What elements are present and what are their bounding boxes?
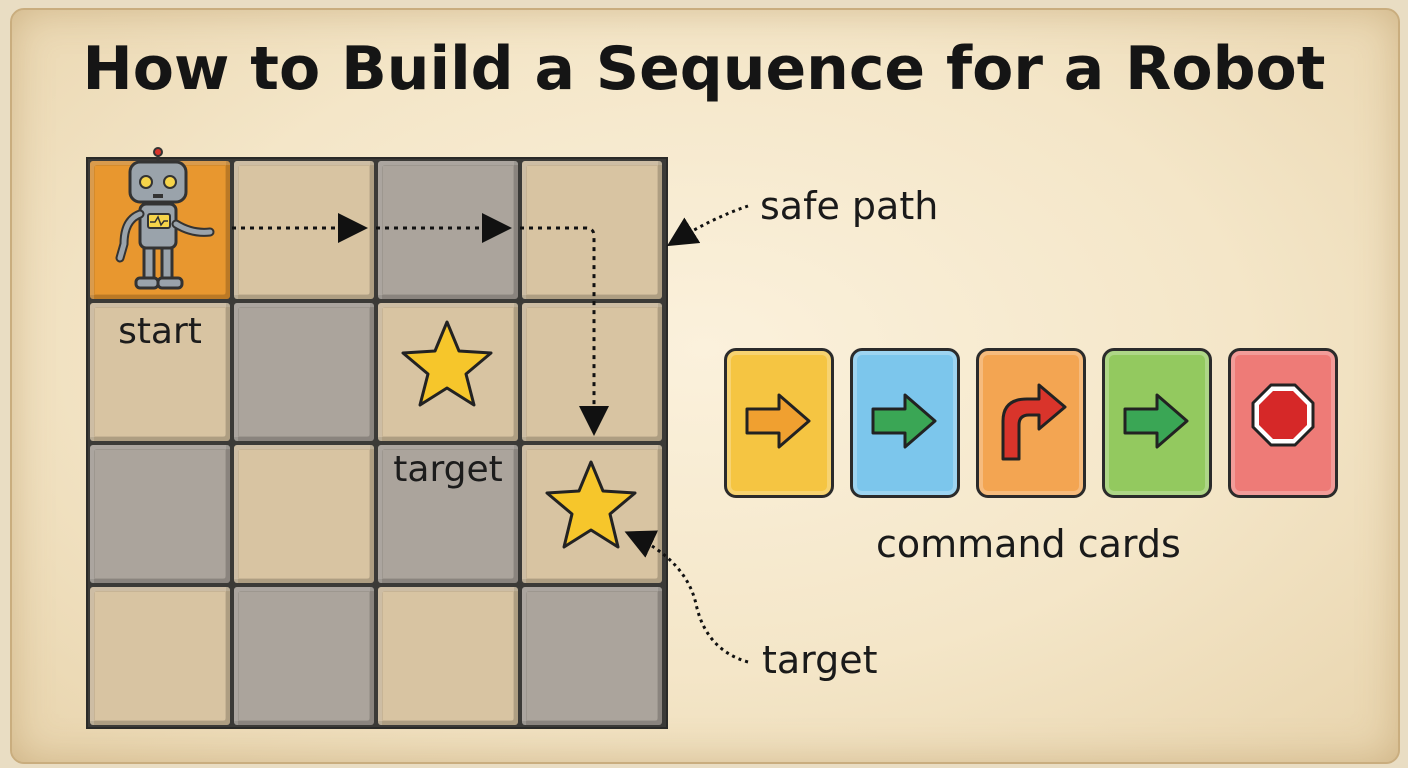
right-arrow-icon (871, 393, 937, 449)
command-card-turn-right[interactable] (976, 348, 1086, 498)
safe-path-pointer (666, 204, 749, 247)
board-cell[interactable] (234, 587, 374, 725)
stop-sign-icon (1251, 383, 1315, 447)
target-star-icon (545, 460, 637, 549)
board-cell[interactable] (90, 445, 230, 583)
robot-icon[interactable] (115, 147, 215, 290)
start-label: start (118, 311, 202, 352)
command-card-forward-1[interactable] (724, 348, 834, 498)
board-cell[interactable] (234, 445, 374, 583)
right-arrow-icon (745, 393, 811, 449)
target-pointer (624, 530, 749, 664)
board-cell[interactable] (522, 587, 662, 725)
board-cell[interactable]: start (90, 303, 230, 441)
cell-target-label: target (393, 449, 503, 490)
board-cell[interactable]: target (378, 445, 518, 583)
board-cell[interactable] (378, 587, 518, 725)
right-arrow-icon (1123, 393, 1189, 449)
star-icon (401, 320, 493, 407)
board-cell[interactable] (234, 303, 374, 441)
board-cell[interactable] (90, 587, 230, 725)
command-card-forward-3[interactable] (1102, 348, 1212, 498)
safe-path-line (232, 213, 609, 436)
safe-path-label: safe path (760, 184, 939, 228)
turn-right-arrow-icon (1001, 383, 1067, 461)
target-label: target (762, 638, 878, 682)
command-cards-label: command cards (876, 522, 1181, 566)
page-title: How to Build a Sequence for a Robot (82, 34, 1326, 104)
game-board: start target (86, 157, 668, 729)
command-card-stop[interactable] (1228, 348, 1338, 498)
command-card-forward-2[interactable] (850, 348, 960, 498)
